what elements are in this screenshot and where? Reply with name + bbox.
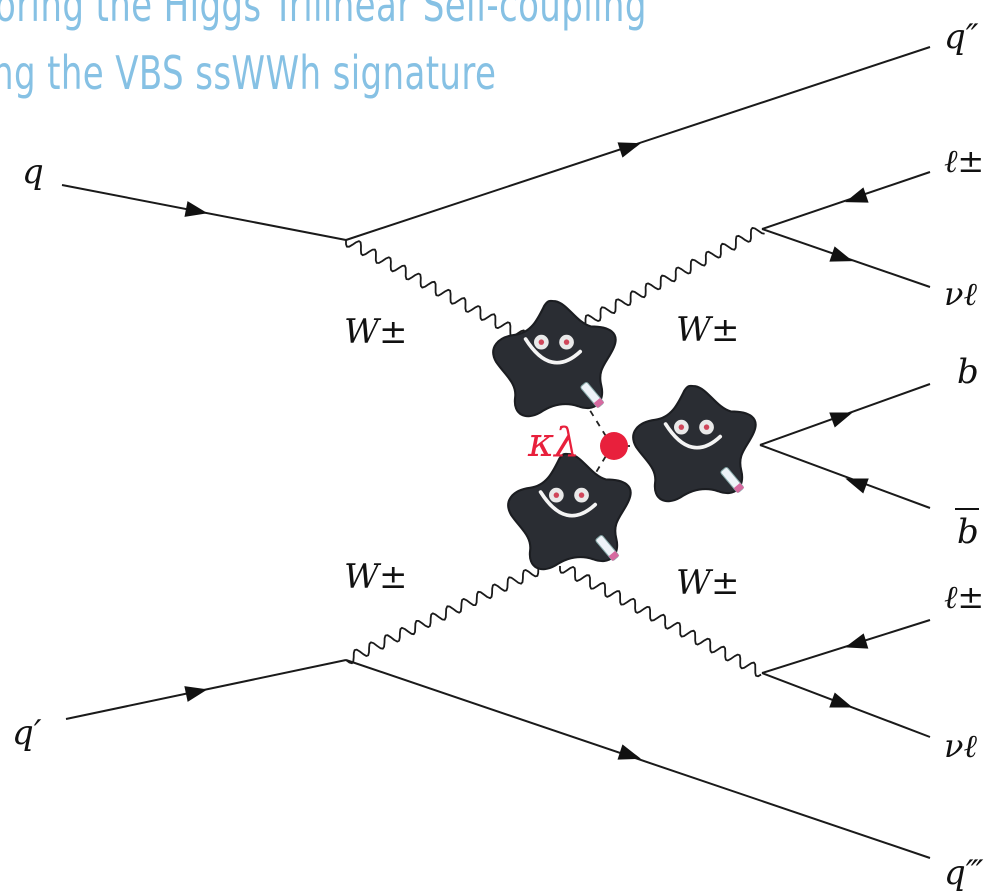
higgs-star-mascot-bottom [506,452,633,572]
w-boson-lower-left [345,561,547,665]
label-w-lower-left: W± [344,557,407,597]
higgs-star-mascot-right [631,384,758,504]
fermion-line-lepton-top [761,171,931,230]
w-boson-lower-right [559,566,762,678]
label-bbar: b [957,512,979,552]
fermion-line-q-out-bottom [345,659,931,859]
label-kappa-lambda: κλ [527,420,580,466]
label-lepton-top: ℓ± [944,142,984,180]
arrow-lepton-bottom [844,633,869,649]
label-lepton-bottom: ℓ± [944,578,984,616]
w-boson-upper-right [577,227,765,330]
fermion-line-lepton-bottom [761,619,931,674]
arrow-q-out-bottom [617,744,641,760]
label-neutrino-bottom: νℓ [944,727,977,765]
arrow-q-out-top [617,142,641,158]
arrow-qprime-in [184,686,208,702]
slide-title-line-2: ng the VBS ssWWh signature [0,46,497,100]
arrow-neutrino-bottom [829,692,853,708]
label-neutrino-top: νℓ [944,275,977,313]
label-w-upper-left: W± [344,312,407,352]
label-q-in: q [22,152,44,192]
arrow-bbar [845,478,869,494]
label-q-out-bottom: q‴ [944,853,984,893]
trilinear-vertex-dot [600,432,628,460]
label-w-lower-right: W± [676,563,739,603]
higgs-star-mascot-top [491,299,618,419]
label-w-upper-right: W± [676,310,739,350]
arrow-b [829,412,853,428]
arrow-neutrino-top [829,246,853,262]
arrow-q-in [184,201,208,217]
arrow-lepton-top [845,187,869,203]
slide-title-line-1: oring the Higgs Trilinear Self-coupling [0,0,647,32]
label-q-out-top: q″ [944,17,979,57]
fermion-line-bbar [759,444,931,509]
label-qprime-in: q′ [12,713,42,753]
label-b: b [957,352,979,392]
w-boson-upper-left [345,240,528,346]
